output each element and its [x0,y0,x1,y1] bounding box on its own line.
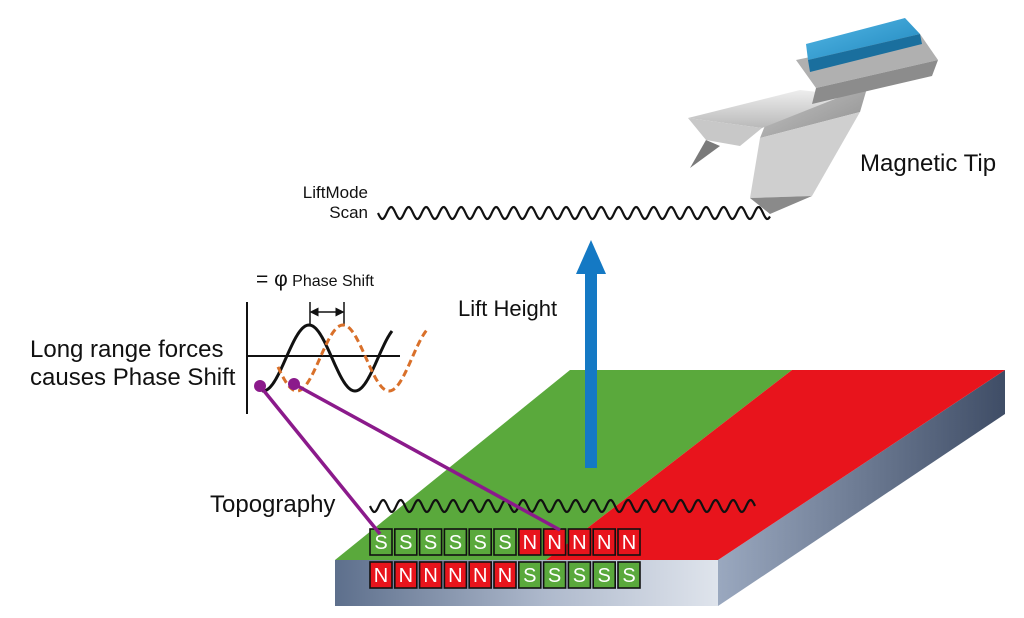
magnet-block [369,561,393,589]
sample-slab [335,370,1005,606]
magnet-row-top-cell: N [517,528,542,556]
magnet-row-bottom-cell: S [542,561,567,589]
magnet-row-top-cell: N [542,528,567,556]
magnet-block [517,528,542,556]
magnet-row-bottom-cell: N [443,561,468,589]
magnet-pole-label: N [448,565,462,587]
magnet-pole-label: N [547,532,561,554]
magnet-pole-label: S [474,532,487,554]
reference-sine-wave [261,323,394,393]
long-range-line1: Long range forces [30,336,224,363]
magnet-row-top-cell: S [468,528,493,556]
liftmode-label: LiftMode Scan [298,183,368,222]
magnet-pole-label: N [423,565,437,587]
magnet-row-top-cell: S [493,528,517,556]
magnet-pole-label: N [622,532,636,554]
lift-height-label: Lift Height [458,296,558,321]
magnet-pole-label: S [449,532,462,554]
liftmode-label-line2: Scan [329,202,368,222]
magnet-pole-label: S [622,565,635,587]
magnet-pole-label: N [498,565,512,587]
lift-height-arrow [576,240,606,468]
magnet-row-top-cell: S [418,528,443,556]
liftmode-label-line1: LiftMode [302,183,368,202]
magnet-pole-label: N [473,565,487,587]
magnet-pole-label: N [572,532,586,554]
magnet-row-top-cell: S [369,528,393,556]
phase-shift-text: Phase Shift [292,273,374,290]
magnet-block [443,528,468,556]
magnet-row-bottom-cell: S [567,561,592,589]
magnet-row-bottom-cell: S [617,561,641,589]
magnet-row-bottom-cell: N [468,561,493,589]
magnet-row-bottom-cell: N [369,561,393,589]
magnet-block [592,561,617,589]
magnet-pole-label: N [399,565,413,587]
magnet-row-bottom-cell: S [592,561,617,589]
magnet-row-bottom-cell: N [393,561,418,589]
magnet-pole-label: N [523,532,537,554]
connector-dot-1 [254,380,266,392]
magnet-pole-label: S [598,565,611,587]
magnet-block [592,528,617,556]
long-range-line2: causes Phase Shift [30,363,236,391]
connector-line-1 [258,384,382,536]
domain-north-red [546,370,1005,560]
tip-magnetic-coating [806,18,920,60]
magnet-block [617,561,641,589]
magnetic-tip-illustration [688,18,938,214]
magnet-block [493,528,517,556]
magnetic-tip-label: Magnetic Tip [860,150,997,177]
magnet-block [418,561,443,589]
magnet-row-bottom-cell: N [493,561,517,589]
magnet-block [418,528,443,556]
magnet-row-top-cell: N [617,528,641,556]
magnet-pole-label: S [424,532,437,554]
magnet-pole-label: S [548,565,561,587]
magnet-block [567,528,592,556]
magnet-block [493,561,517,589]
magnet-block [567,561,592,589]
magnet-pole-label: S [573,565,586,587]
magnet-pole-label: S [498,532,511,554]
phase-shift-label: = φ Phase Shift [256,268,374,292]
long-range-forces-label: Long range forces causes Phase Shift [30,336,235,391]
magnet-block [468,528,493,556]
magnet-block [393,561,418,589]
connector-line-2 [293,382,561,532]
magnet-row-top-cell: N [567,528,592,556]
magnet-block [468,561,493,589]
magnet-pole-label: N [597,532,611,554]
magnet-block [517,561,542,589]
magnet-row-bottom-cell: N [418,561,443,589]
topography-label: Topography [210,491,336,518]
magnet-row-top-cell: N [592,528,617,556]
magnet-pole-label: N [374,565,388,587]
magnet-row-top-cell: S [393,528,418,556]
liftmode-scan-line [377,205,771,221]
slab-right-face [718,370,1005,606]
magnet-pole-label: S [374,532,387,554]
magnet-block [393,528,418,556]
connector-lines [254,378,561,536]
magnet-block [443,561,468,589]
magnet-block [617,528,641,556]
magnet-row-top-cell: S [443,528,468,556]
phase-plot [246,302,430,414]
magnet-pole-label: S [523,565,536,587]
shifted-sine-wave [276,323,430,393]
magnet-block [369,528,393,556]
magnet-row-bottom-cell: S [517,561,542,589]
magnet-block [542,561,567,589]
topography-line [369,498,756,514]
domain-south-green [335,370,792,560]
phase-symbol: = φ [256,268,288,291]
connector-dot-2 [288,378,300,390]
magnet-pole-label: S [399,532,412,554]
